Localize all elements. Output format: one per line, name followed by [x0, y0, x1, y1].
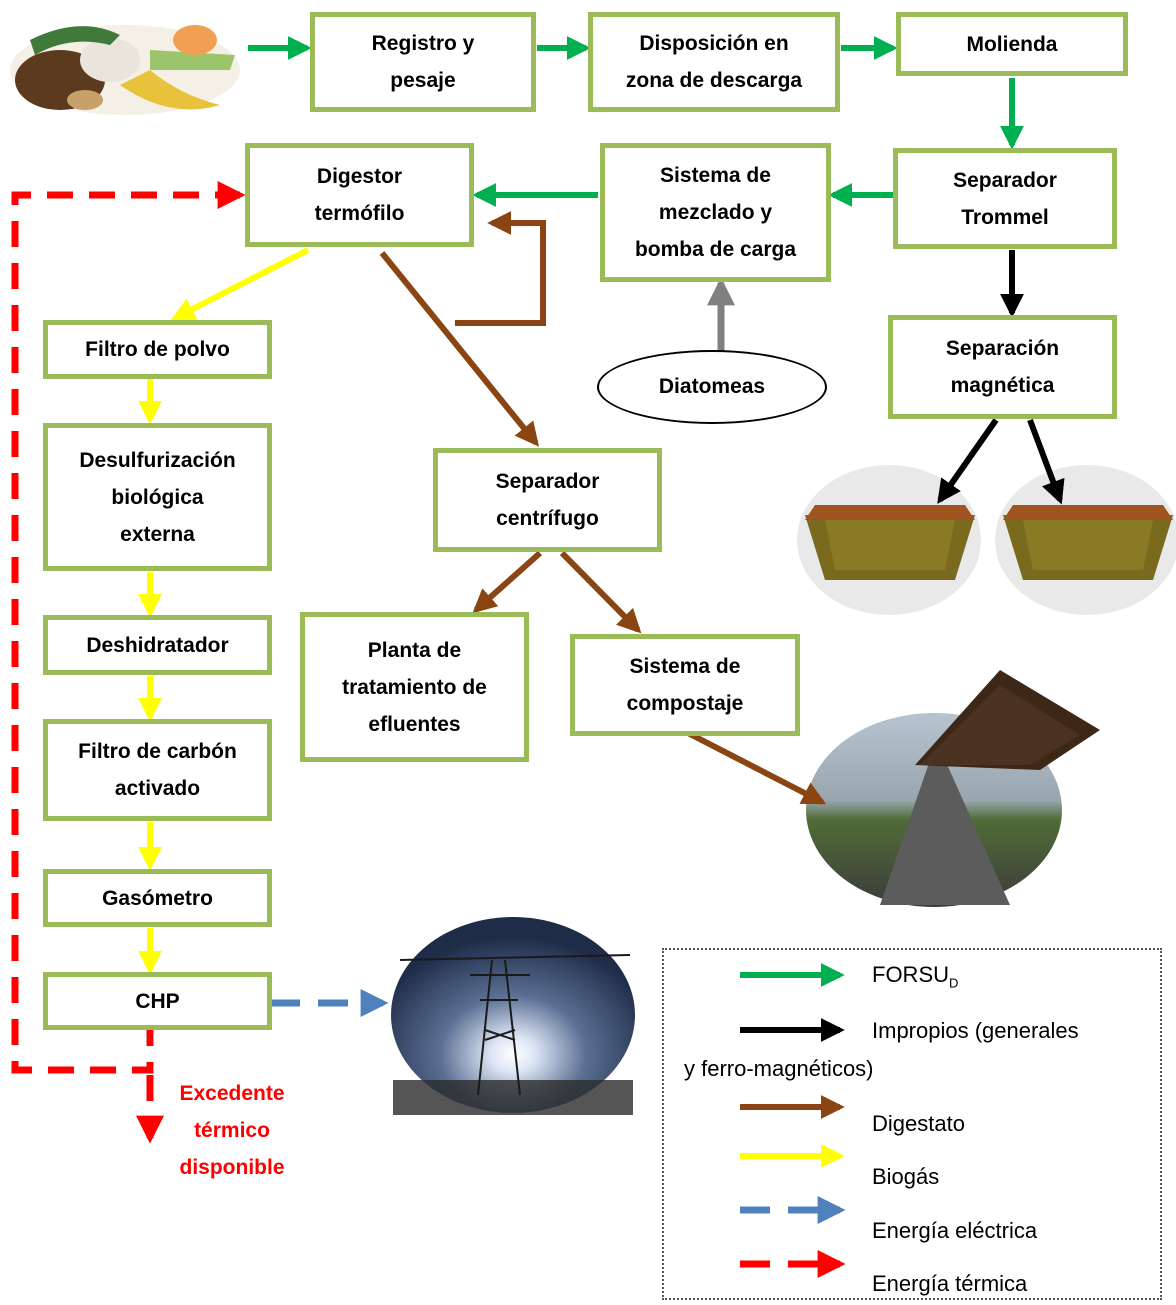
node-magnetica-label: Separación magnética — [945, 337, 1060, 397]
compost-road-image — [806, 670, 1100, 907]
node-molienda: Molienda — [896, 12, 1128, 76]
node-filtro-carbon: Filtro de carbón activado — [43, 719, 272, 821]
excedente-termico-label: Excedente térmico disponible — [179, 1082, 285, 1179]
digestato-flow — [379, 211, 827, 805]
node-disposicion-label: Disposición en zona de descarga — [625, 32, 803, 92]
node-sistema-compostaje: Sistema de compostaje — [570, 634, 800, 736]
legend — [662, 948, 1162, 1300]
legend-forsu: FORSUD — [872, 962, 958, 990]
thermal-energy-flow — [11, 181, 246, 1144]
dumpster-image-2 — [995, 465, 1176, 615]
node-gasometro-label: Gasómetro — [102, 886, 213, 910]
legend-impropios-2: y ferro-magnéticos) — [684, 1056, 874, 1081]
node-registro-label: Registro y pesaje — [371, 32, 475, 92]
legend-impropios-1: Impropios (generales — [872, 1018, 1079, 1043]
node-trommel-label: Separador Trommel — [953, 168, 1057, 229]
node-mezclado-bomba: Sistema de mezclado y bomba de carga — [600, 143, 831, 282]
node-chp: CHP — [43, 972, 272, 1030]
node-deshidratador: Deshidratador — [43, 615, 272, 675]
forsu-flow — [248, 36, 1024, 207]
node-registro-pesaje: Registro y pesaje — [310, 12, 536, 112]
legend-termica: Energía térmica — [872, 1271, 1028, 1296]
node-planta-efluentes: Planta de tratamiento de efluentes — [300, 612, 529, 762]
organic-waste-image — [10, 25, 240, 115]
legend-biogas: Biogás — [872, 1164, 940, 1189]
node-desulfurizacion-label: Desulfurización biológica externa — [79, 448, 236, 546]
dumpster-image-1 — [797, 465, 981, 615]
impropios-flow — [937, 250, 1065, 505]
node-gasometro: Gasómetro — [43, 869, 272, 927]
node-disposicion-descarga: Disposición en zona de descarga — [588, 12, 840, 112]
node-deshidratador-label: Deshidratador — [86, 633, 229, 657]
node-compostaje-label: Sistema de compostaje — [626, 655, 744, 715]
node-separacion-magnetica: Separación magnética — [888, 315, 1117, 419]
node-centrifugo-label: Separador centrífugo — [495, 470, 600, 530]
node-diatomeas-label: Diatomeas — [658, 375, 766, 398]
legend-digestato: Digestato — [872, 1111, 965, 1136]
node-mezclado-label: Sistema de mezclado y bomba de carga — [634, 164, 797, 261]
node-filtro-polvo-label: Filtro de polvo — [85, 338, 230, 361]
node-separador-trommel: Separador Trommel — [893, 148, 1117, 249]
node-chp-label: CHP — [135, 989, 180, 1013]
biogas-flow — [138, 247, 310, 975]
power-line-image — [391, 917, 635, 1115]
node-digestor-termofilo: Digestor termófilo — [245, 143, 474, 247]
node-molienda-label: Molienda — [966, 32, 1058, 56]
node-filtro-carbon-label: Filtro de carbón activado — [78, 740, 237, 800]
node-separador-centrifugo: Separador centrífugo — [433, 448, 662, 552]
legend-arrows — [740, 963, 846, 1278]
legend-electrica: Energía eléctrica — [872, 1218, 1038, 1243]
legend-forsu-sub: D — [949, 975, 959, 991]
node-efluentes-label: Planta de tratamiento de efluentes — [342, 638, 487, 736]
node-digestor-label: Digestor termófilo — [314, 165, 405, 225]
node-filtro-polvo: Filtro de polvo — [43, 320, 272, 379]
node-diatomeas: Diatomeas — [597, 350, 827, 424]
legend-forsu-text: FORSU — [872, 962, 949, 987]
node-desulfurizacion: Desulfurización biológica externa — [43, 423, 272, 571]
